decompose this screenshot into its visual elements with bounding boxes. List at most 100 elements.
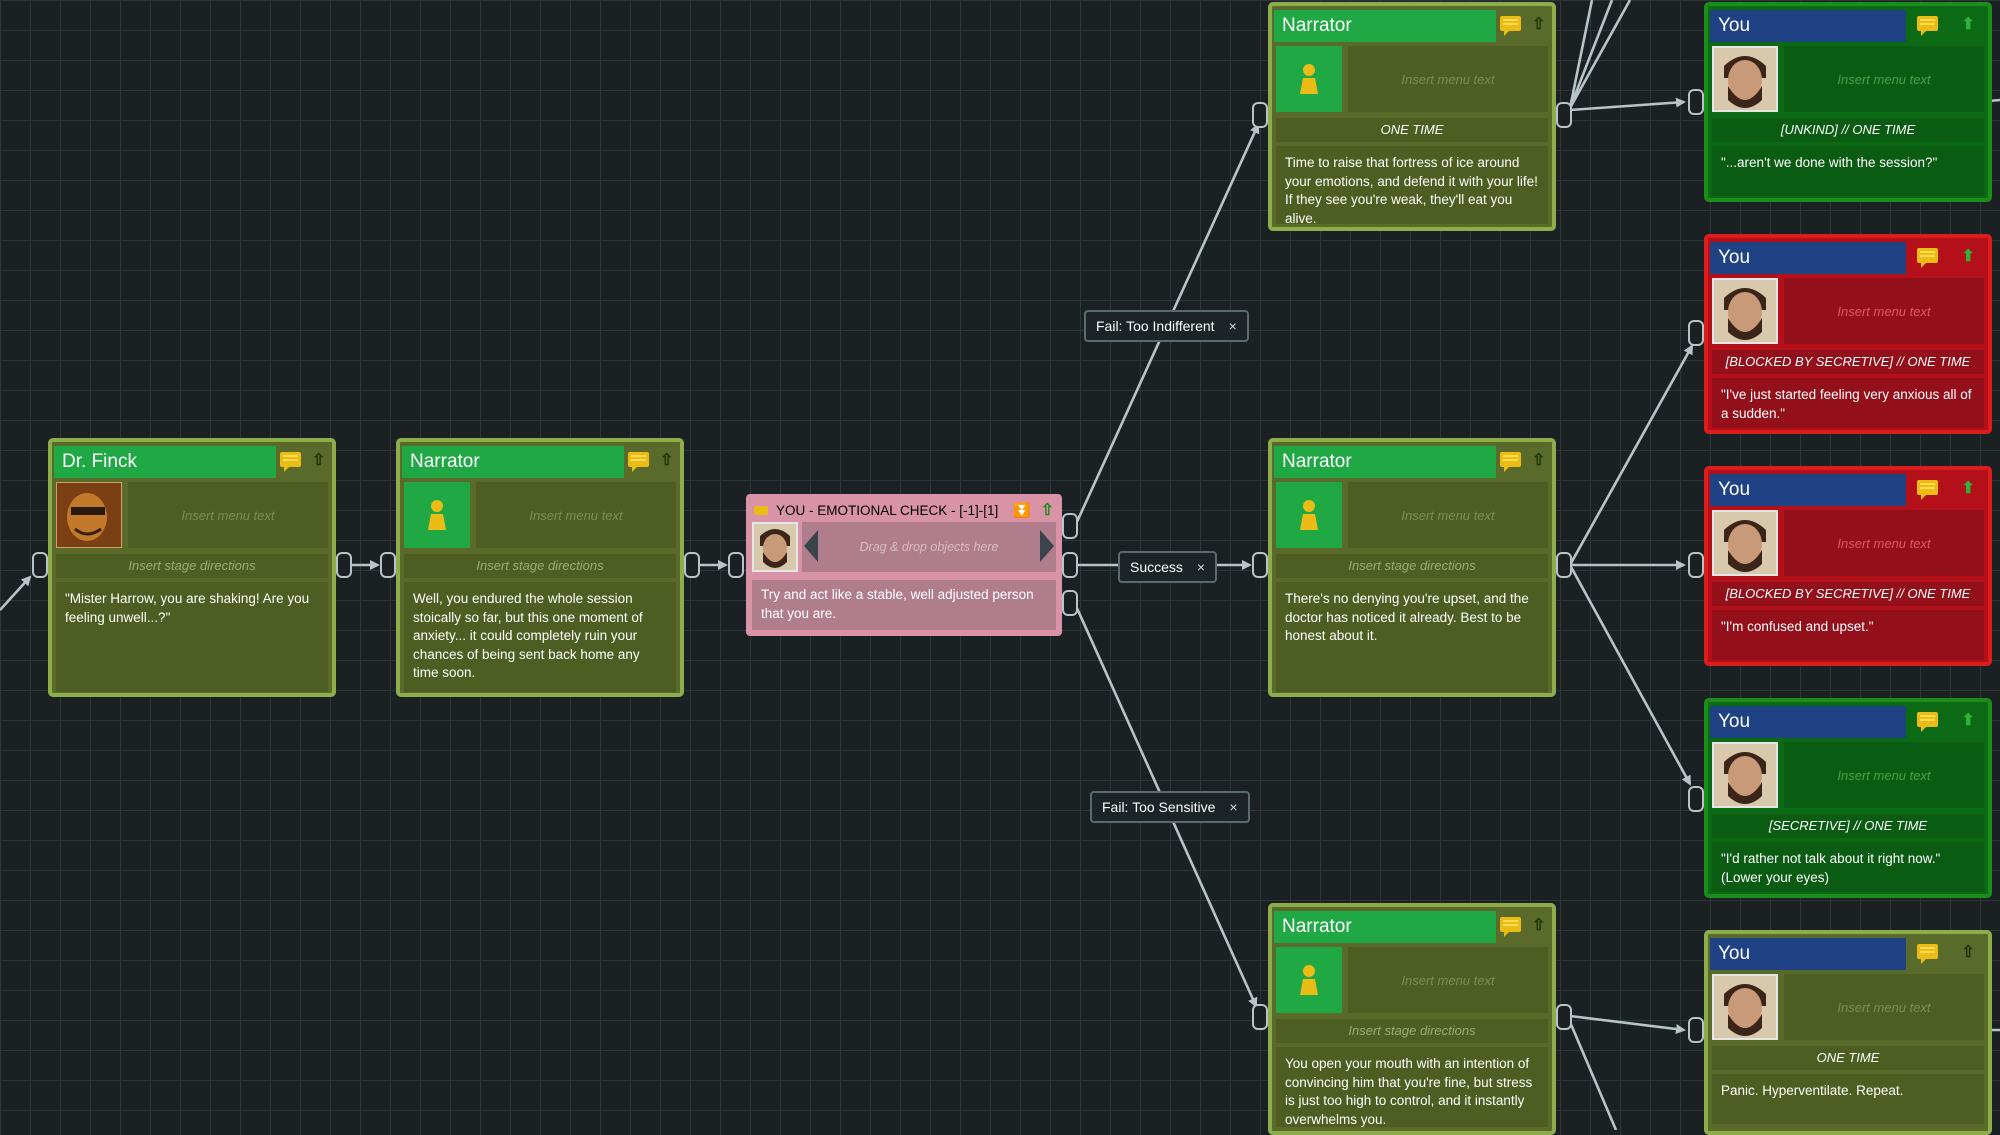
comment-icon[interactable] — [1916, 943, 1938, 964]
you-portrait — [1714, 280, 1776, 342]
stage-directions-field[interactable]: [SECRETIVE] // ONE TIME — [1712, 814, 1984, 838]
close-icon[interactable]: × — [1228, 318, 1237, 334]
menu-text-field[interactable]: Insert menu text — [1348, 482, 1548, 548]
arrow-up-icon[interactable]: ⇧ — [1532, 917, 1546, 934]
you-portrait — [1714, 512, 1776, 574]
input-port[interactable] — [1688, 1017, 1704, 1043]
speaker-portrait — [1712, 510, 1778, 576]
node-header: You ⬆ — [1708, 470, 1988, 508]
wire-mid-to-you4 — [1568, 564, 1692, 786]
input-port[interactable] — [1252, 1004, 1268, 1030]
output-port[interactable] — [1062, 552, 1078, 578]
menu-text-field[interactable]: Insert menu text — [476, 482, 676, 548]
arrow-up-icon[interactable]: ⬆ — [1961, 480, 1975, 497]
edge-label-fail-sensitive[interactable]: Fail: Too Sensitive × — [1090, 791, 1250, 823]
input-port[interactable] — [1252, 102, 1268, 128]
stage-directions-field[interactable]: [BLOCKED BY SECRETIVE] // ONE TIME — [1712, 582, 1984, 606]
output-port[interactable] — [336, 552, 352, 578]
output-port[interactable] — [1062, 513, 1078, 539]
dialogue-text[interactable]: "I'd rather not talk about it right now.… — [1712, 842, 1984, 892]
comment-icon[interactable] — [1916, 15, 1938, 36]
menu-text-field[interactable]: Insert menu text — [1784, 510, 1984, 576]
edge-label-success[interactable]: Success × — [1118, 551, 1218, 583]
comment-icon[interactable] — [1916, 479, 1938, 500]
arrow-up-icon[interactable]: ⇧ — [1532, 16, 1546, 33]
arrow-up-icon[interactable]: ⇧ — [1040, 502, 1054, 519]
stage-directions-field[interactable]: [UNKIND] // ONE TIME — [1712, 118, 1984, 142]
dialogue-text[interactable]: "I've just started feeling very anxious … — [1712, 378, 1984, 428]
output-port[interactable] — [1556, 552, 1572, 578]
arrow-right-icon[interactable] — [1040, 530, 1054, 562]
menu-text-field[interactable]: Insert menu text — [1784, 46, 1984, 112]
menu-text-field[interactable]: Insert menu text — [1784, 742, 1984, 808]
input-port[interactable] — [1688, 320, 1704, 346]
dialogue-node-narrator-1[interactable]: Narrator ⇧ Insert menu text Insert stage… — [396, 438, 684, 697]
output-port[interactable] — [684, 552, 700, 578]
dialogue-text[interactable]: Well, you endured the whole session stoi… — [404, 582, 676, 692]
stage-directions-field[interactable]: Insert stage directions — [404, 554, 676, 578]
dialogue-node-you-blocked-1[interactable]: You ⬆ Insert menu text [BLOCKED BY SECRE… — [1704, 234, 1992, 434]
stage-directions-field[interactable]: Insert stage directions — [1276, 554, 1548, 578]
dialogue-text[interactable]: "I'm confused and upset." — [1712, 610, 1984, 660]
check-text[interactable]: Try and act like a stable, well adjusted… — [752, 580, 1056, 630]
dialogue-text[interactable]: "Mister Harrow, you are shaking! Are you… — [56, 582, 328, 692]
speaker-name: You — [1710, 242, 1906, 274]
menu-text-field[interactable]: Insert menu text — [1348, 46, 1548, 112]
comment-icon[interactable] — [1500, 15, 1522, 36]
menu-text-field[interactable]: Insert menu text — [1784, 278, 1984, 344]
input-port[interactable] — [1688, 89, 1704, 115]
stage-directions-field[interactable]: [BLOCKED BY SECRETIVE] // ONE TIME — [1712, 350, 1984, 374]
close-icon[interactable]: × — [1229, 799, 1238, 815]
dialogue-node-you-blocked-2[interactable]: You ⬆ Insert menu text [BLOCKED BY SECRE… — [1704, 466, 1992, 666]
menu-text-field[interactable]: Insert menu text — [128, 482, 328, 548]
close-icon[interactable]: × — [1196, 559, 1206, 575]
arrow-up-icon[interactable]: ⇧ — [312, 452, 326, 469]
arrow-up-icon[interactable]: ⬆ — [1961, 248, 1975, 265]
input-port[interactable] — [380, 552, 396, 578]
emotional-check-node[interactable]: YOU - EMOTIONAL CHECK - [-1]-[1] ⏬ ⇧ Dra… — [746, 494, 1062, 636]
dialogue-node-dr-finck[interactable]: Dr. Finck ⇧ Insert menu text Insert stag… — [48, 438, 336, 697]
arrow-up-icon[interactable]: ⬆ — [1961, 16, 1975, 33]
dialogue-node-narrator-bottom[interactable]: Narrator ⇧ Insert menu text Insert stage… — [1268, 903, 1556, 1135]
comment-icon[interactable] — [628, 451, 650, 472]
dialogue-text[interactable]: Panic. Hyperventilate. Repeat. — [1712, 1074, 1984, 1124]
dialogue-text[interactable]: "...aren't we done with the session?" — [1712, 146, 1984, 196]
output-port[interactable] — [1556, 102, 1572, 128]
dialogue-text[interactable]: There's no denying you're upset, and the… — [1276, 582, 1548, 692]
wire-mid-to-you2 — [1568, 344, 1694, 566]
drop-zone[interactable]: Drag & drop objects here — [802, 522, 1056, 572]
output-port[interactable] — [1062, 590, 1078, 616]
dialogue-node-narrator-mid[interactable]: Narrator ⇧ Insert menu text Insert stage… — [1268, 438, 1556, 697]
stage-directions-field[interactable]: ONE TIME — [1712, 1046, 1984, 1070]
dialogue-node-narrator-top[interactable]: Narrator ⇧ Insert menu text ONE TIME Tim… — [1268, 2, 1556, 231]
dialogue-text[interactable]: You open your mouth with an intention of… — [1276, 1047, 1548, 1127]
dialogue-node-you-unkind[interactable]: You ⬆ Insert menu text [UNKIND] // ONE T… — [1704, 2, 1992, 202]
comment-icon[interactable] — [1916, 247, 1938, 268]
comment-icon[interactable] — [1500, 451, 1522, 472]
arrow-up-icon[interactable]: ⇧ — [660, 452, 674, 469]
double-chevron-down-icon[interactable]: ⏬ — [1013, 501, 1031, 518]
input-port[interactable] — [1688, 552, 1704, 578]
stage-directions-field[interactable]: Insert stage directions — [56, 554, 328, 578]
stage-directions-field[interactable]: Insert stage directions — [1276, 1019, 1548, 1043]
node-header: You ⬆ — [1708, 6, 1988, 44]
comment-icon[interactable] — [1916, 711, 1938, 732]
comment-icon[interactable] — [280, 451, 302, 472]
input-port[interactable] — [32, 552, 48, 578]
dialogue-node-you-secretive[interactable]: You ⬆ Insert menu text [SECRETIVE] // ON… — [1704, 698, 1992, 898]
arrow-up-icon[interactable]: ⇧ — [1961, 944, 1975, 961]
input-port[interactable] — [728, 552, 744, 578]
dialogue-text[interactable]: Time to raise that fortress of ice aroun… — [1276, 146, 1548, 226]
comment-icon[interactable] — [1500, 916, 1522, 937]
menu-text-field[interactable]: Insert menu text — [1784, 974, 1984, 1040]
edge-label-fail-indifferent[interactable]: Fail: Too Indifferent × — [1084, 310, 1249, 342]
output-port[interactable] — [1556, 1004, 1572, 1030]
menu-text-field[interactable]: Insert menu text — [1348, 947, 1548, 1013]
dialogue-node-you-panic[interactable]: You ⇧ Insert menu text ONE TIME Panic. H… — [1704, 930, 1992, 1135]
stage-directions-field[interactable]: ONE TIME — [1276, 118, 1548, 142]
input-port[interactable] — [1252, 552, 1268, 578]
arrow-left-icon[interactable] — [804, 530, 818, 562]
arrow-up-icon[interactable]: ⬆ — [1961, 712, 1975, 729]
input-port[interactable] — [1688, 786, 1704, 812]
arrow-up-icon[interactable]: ⇧ — [1532, 452, 1546, 469]
